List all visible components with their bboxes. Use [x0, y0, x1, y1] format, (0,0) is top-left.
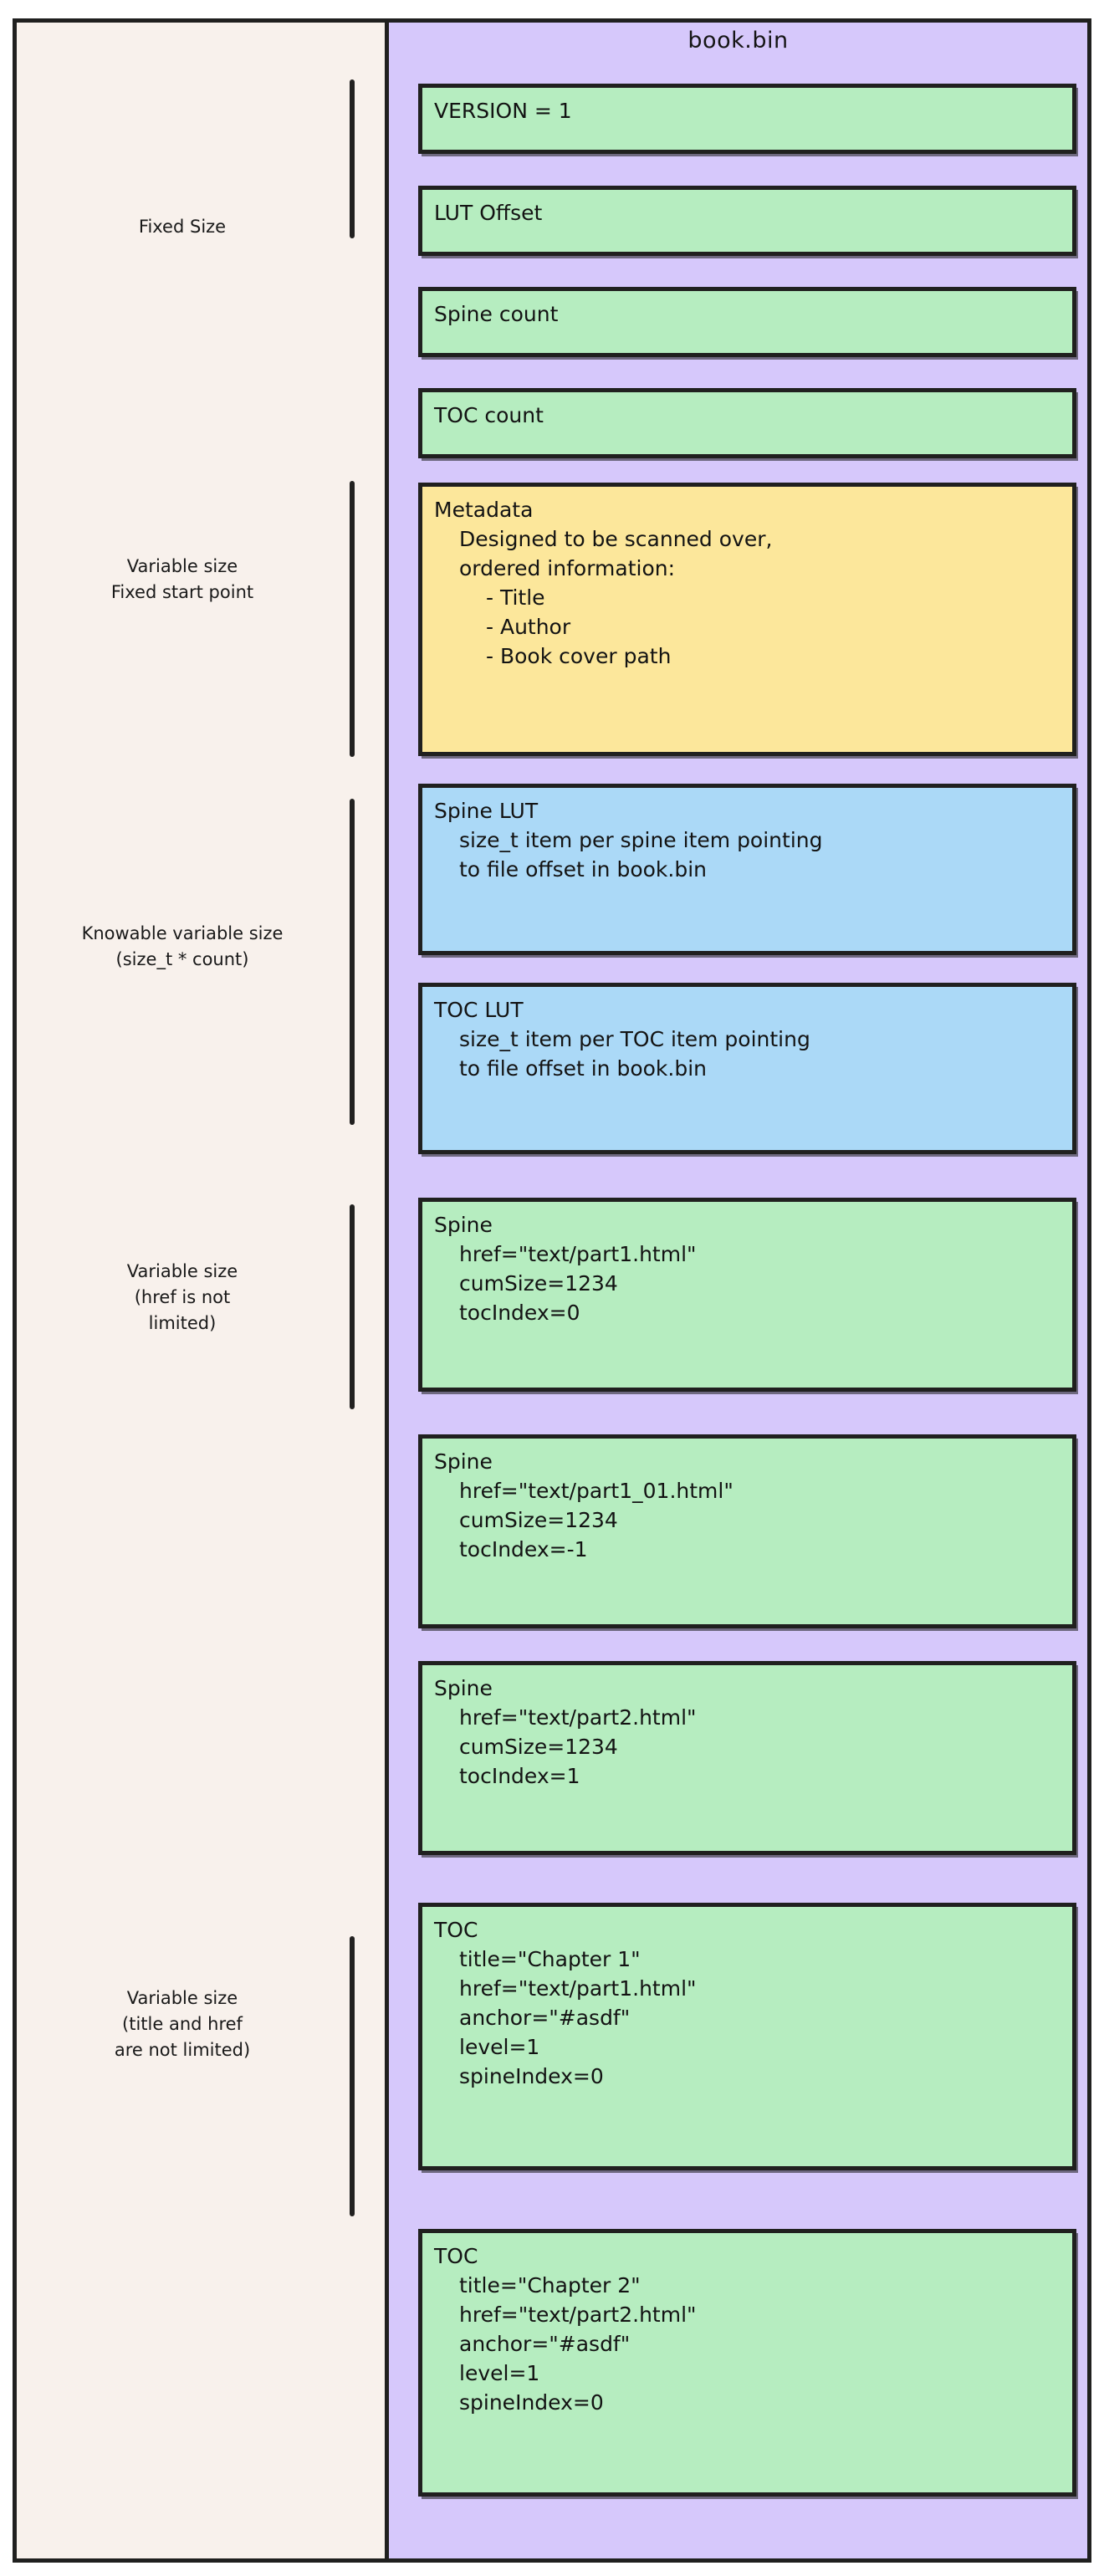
block-line: anchor="#asdf": [459, 2332, 631, 2356]
block-spine-3: Spine href="text/part2.html" cumSize=123…: [418, 1661, 1076, 1855]
block-line: ordered information:: [459, 556, 676, 580]
block-line: Spine: [434, 1449, 493, 1474]
block-line: level=1: [459, 2361, 540, 2385]
block-line: Spine count: [434, 302, 559, 326]
block-line: TOC: [434, 2244, 478, 2268]
group-label-variable-href: Variable size (href is not limited): [126, 1261, 238, 1333]
bracket-variable-href: [350, 1204, 355, 1409]
block-line: href="text/part2.html": [459, 1705, 697, 1730]
block-toc-1: TOC title="Chapter 1" href="text/part1.h…: [418, 1903, 1076, 2170]
block-line: TOC LUT: [434, 998, 524, 1022]
block-line: to file offset in book.bin: [459, 1056, 708, 1081]
block-line: Spine: [434, 1676, 493, 1700]
block-line: Spine LUT: [434, 799, 539, 823]
block-line: cumSize=1234: [459, 1508, 618, 1532]
block-lut-offset: LUT Offset: [418, 186, 1076, 256]
block-line: Spine: [434, 1213, 493, 1237]
block-line: size_t item per spine item pointing: [459, 828, 823, 852]
block-line: cumSize=1234: [459, 1735, 618, 1759]
block-line: spineIndex=0: [459, 2390, 604, 2415]
block-line: tocIndex=1: [459, 1764, 580, 1788]
block-line: TOC count: [434, 403, 544, 427]
block-toc-count: TOC count: [418, 388, 1076, 458]
block-line: Metadata: [434, 498, 534, 522]
block-line: to file offset in book.bin: [459, 857, 708, 882]
block-line: spineIndex=0: [459, 2064, 604, 2088]
block-spine-count: Spine count: [418, 287, 1076, 357]
block-line: cumSize=1234: [459, 1271, 618, 1296]
page-title: book.bin: [687, 28, 789, 54]
group-label-knowable-variable: Knowable variable size (size_t * count): [81, 923, 284, 969]
block-line: tocIndex=0: [459, 1301, 580, 1325]
annotation-panel: [13, 18, 387, 2563]
block-spine-lut: Spine LUT size_t item per spine item poi…: [418, 784, 1076, 955]
block-line: TOC: [434, 1918, 478, 1942]
bracket-fixed-size: [350, 79, 355, 238]
block-spine-2: Spine href="text/part1_01.html" cumSize=…: [418, 1434, 1076, 1628]
block-line: href="text/part2.html": [459, 2303, 697, 2327]
block-line: level=1: [459, 2035, 540, 2059]
bracket-variable-fixed-start: [350, 481, 355, 757]
block-line: VERSION = 1: [434, 99, 572, 123]
block-line: - Title: [486, 585, 545, 610]
group-label-variable-fixed-start: Variable size Fixed start point: [110, 556, 254, 602]
block-line: href="text/part1.html": [459, 1976, 697, 2001]
block-toc-2: TOC title="Chapter 2" href="text/part2.h…: [418, 2229, 1076, 2497]
group-label-fixed-size: Fixed Size: [138, 217, 227, 237]
block-version: VERSION = 1: [418, 84, 1076, 154]
block-spine-1: Spine href="text/part1.html" cumSize=123…: [418, 1198, 1076, 1392]
block-line: - Author: [486, 615, 571, 639]
block-line: href="text/part1.html": [459, 1242, 697, 1266]
bracket-variable-title-href: [350, 1936, 355, 2216]
bracket-knowable-variable: [350, 799, 355, 1125]
block-metadata: Metadata Designed to be scanned over, or…: [418, 483, 1076, 756]
group-label-variable-title-href: Variable size (title and href are not li…: [114, 1988, 251, 2060]
block-toc-lut: TOC LUT size_t item per TOC item pointin…: [418, 983, 1076, 1154]
block-line: - Book cover path: [486, 644, 672, 668]
block-line: title="Chapter 2": [459, 2273, 641, 2297]
block-line: href="text/part1_01.html": [459, 1479, 733, 1503]
block-line: tocIndex=-1: [459, 1537, 588, 1561]
block-line: size_t item per TOC item pointing: [459, 1027, 810, 1051]
block-line: title="Chapter 1": [459, 1947, 641, 1971]
block-line: LUT Offset: [434, 201, 543, 225]
block-line: Designed to be scanned over,: [459, 527, 773, 551]
block-line: anchor="#asdf": [459, 2006, 631, 2030]
